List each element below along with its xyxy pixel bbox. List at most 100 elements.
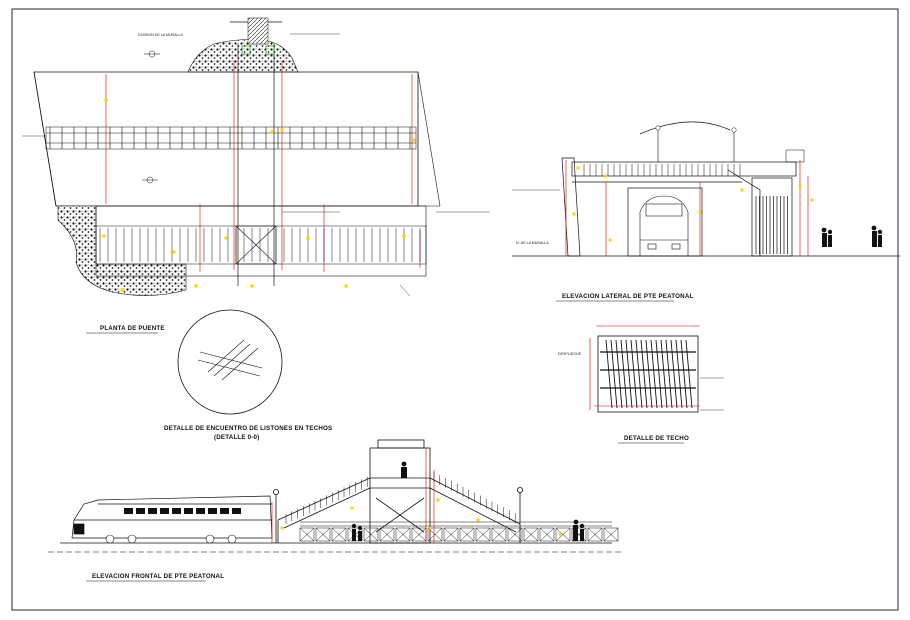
fence-panel <box>363 527 379 542</box>
frontal-left-stair-balusters <box>285 476 368 524</box>
plan-center-bracing <box>235 225 277 265</box>
detail-view: DETALLE DE ENCUENTRO DE LISTONES EN TECH… <box>164 309 332 441</box>
frontal-lamp-posts <box>272 486 524 543</box>
frontal-locomotive <box>71 495 273 539</box>
roof-detail: DESPLIEGUE DETALLE DE TECHO <box>558 325 724 444</box>
plan-yellow-markers <box>102 98 416 292</box>
roof-slat <box>645 339 653 409</box>
frontal-tower <box>369 439 431 544</box>
plan-railing <box>45 126 417 150</box>
roof-slat <box>630 339 638 409</box>
detail-title: DETALLE DE ENCUENTRO DE LISTONES EN TECH… <box>164 425 332 432</box>
fence-brace <box>315 527 331 542</box>
yellow-marker <box>350 506 354 510</box>
frontal-locomotive-windows <box>124 508 241 514</box>
locomotive-wheel <box>127 534 137 544</box>
fence-brace <box>491 527 507 542</box>
locomotive-window <box>148 508 157 514</box>
fence-panel <box>315 527 331 542</box>
locomotive-window <box>196 508 205 514</box>
plan-road-band <box>33 71 419 207</box>
fence-brace <box>411 527 427 542</box>
fence-panel <box>507 527 523 542</box>
lateral-tower-slats <box>755 196 788 254</box>
roof-slat <box>655 339 663 409</box>
fence-panel <box>475 527 491 542</box>
yellow-marker <box>102 234 106 238</box>
fence-brace <box>523 527 539 542</box>
fence-panel <box>331 527 347 542</box>
fence-panel <box>523 527 539 542</box>
fence-brace <box>363 527 379 542</box>
yellow-marker <box>172 250 176 254</box>
lateral-tunnel <box>627 187 703 257</box>
yellow-marker <box>604 174 608 178</box>
yellow-marker <box>558 532 562 536</box>
locomotive-window <box>184 508 193 514</box>
frontal-fence <box>300 521 612 527</box>
fence-brace <box>443 527 459 542</box>
yellow-marker <box>436 498 440 502</box>
lateral-train-front <box>639 195 689 256</box>
fence-brace <box>587 527 603 542</box>
yellow-marker <box>270 130 274 134</box>
frontal-left-stair <box>277 477 371 543</box>
frontal-pedestrians <box>351 519 585 541</box>
roof-slat <box>635 339 643 409</box>
yellow-marker <box>608 238 612 242</box>
locomotive-window <box>136 508 145 514</box>
plan-bridge-stem <box>237 44 275 286</box>
yellow-marker <box>798 184 802 188</box>
fence-brace <box>331 527 347 542</box>
locomotive-wheel <box>227 534 237 544</box>
frontal-right-stair <box>429 477 521 533</box>
yellow-marker <box>476 518 480 522</box>
locomotive-wheel <box>205 534 215 544</box>
detail-lattice <box>197 339 263 381</box>
fence-panel <box>299 527 315 542</box>
frontal-locomotive-wheels <box>105 534 237 544</box>
detail-code: (DETALLE 0-0) <box>214 434 259 441</box>
yellow-marker <box>402 234 406 238</box>
fence-panel <box>443 527 459 542</box>
lateral-elevation: N. DE LA MURALLA ELEVACION LATERAL DE PT… <box>512 121 900 302</box>
plan-base-gravel <box>57 205 187 296</box>
fence-panel <box>459 527 475 542</box>
yellow-marker <box>740 188 744 192</box>
frontal-dimensions <box>271 448 435 543</box>
lateral-title: ELEVACION LATERAL DE PTE PEATONAL <box>562 293 694 300</box>
plan-north-marks <box>142 50 160 184</box>
yellow-marker <box>412 138 416 142</box>
locomotive-window <box>208 508 217 514</box>
plan-gravel-mound <box>187 39 299 73</box>
frontal-right-stair-balusters <box>433 472 516 524</box>
fence-panel <box>587 527 603 542</box>
roof-slat <box>650 339 658 409</box>
yellow-marker <box>576 166 580 170</box>
roof-slat <box>670 339 678 409</box>
plan-top-label: DIVISION DE LA MURALLA <box>138 33 184 37</box>
yellow-marker <box>250 284 254 288</box>
lateral-stair <box>727 169 761 256</box>
frontal-tower-figure <box>401 461 407 478</box>
roof-frame <box>597 335 699 413</box>
yellow-marker <box>344 284 348 288</box>
frontal-yellow-markers <box>280 498 562 536</box>
fence-brace <box>379 527 395 542</box>
roof-slat <box>620 339 628 409</box>
sheet-border <box>11 8 899 611</box>
lateral-yellow-markers <box>572 166 814 242</box>
yellow-marker <box>428 526 432 530</box>
locomotive-window <box>220 508 229 514</box>
roof-slat <box>680 339 688 409</box>
lateral-wall <box>561 157 581 257</box>
fence-brace <box>603 527 619 542</box>
detail-circle <box>177 309 283 415</box>
roof-slat <box>605 339 613 409</box>
roof-slat <box>685 339 693 409</box>
frontal-title: ELEVACION FRONTAL DE PTE PEATONAL <box>92 573 224 580</box>
roof-slat <box>665 339 673 409</box>
fence-brace <box>299 527 315 542</box>
yellow-marker <box>698 210 702 214</box>
